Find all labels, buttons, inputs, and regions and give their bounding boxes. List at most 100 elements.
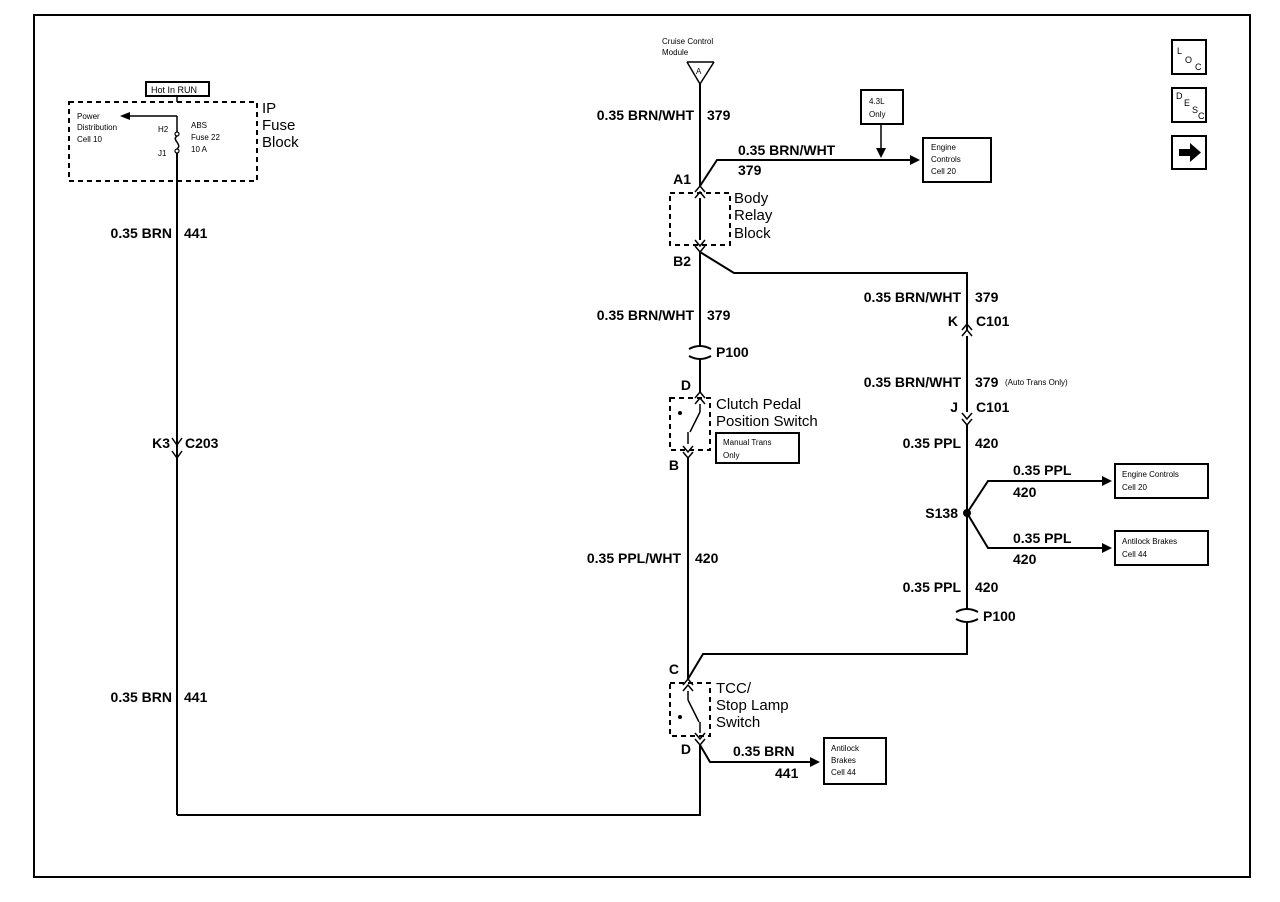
svg-text:S: S <box>1192 105 1198 115</box>
svg-text:0.35 PPL/WHT: 0.35 PPL/WHT <box>587 550 682 566</box>
svg-text:379: 379 <box>975 289 999 305</box>
diagram-frame <box>33 14 1251 878</box>
svg-text:420: 420 <box>975 579 999 595</box>
svg-text:A1: A1 <box>673 171 691 187</box>
svg-text:Block: Block <box>734 225 771 242</box>
svg-text:10 A: 10 A <box>191 145 208 154</box>
engine-controls-box-s138[interactable] <box>1114 463 1209 499</box>
note-43l-box <box>860 89 904 125</box>
hot-in-run-label: Hot In RUN <box>151 85 197 95</box>
svg-text:379: 379 <box>975 374 999 390</box>
svg-text:C: C <box>1198 111 1205 121</box>
svg-text:E: E <box>1184 98 1190 108</box>
svg-text:B: B <box>669 457 679 473</box>
tcc-switch-housing <box>669 682 711 737</box>
svg-text:379: 379 <box>707 307 731 323</box>
svg-text:Manual Trans: Manual Trans <box>723 438 771 447</box>
svg-text:Engine Controls: Engine Controls <box>1122 470 1179 479</box>
svg-text:Engine: Engine <box>931 143 956 152</box>
body-relay-block <box>669 192 731 246</box>
svg-text:S138: S138 <box>925 505 958 521</box>
svg-text:D: D <box>681 377 691 393</box>
svg-text:0.35 BRN/WHT: 0.35 BRN/WHT <box>597 307 695 323</box>
svg-text:B2: B2 <box>673 253 691 269</box>
svg-text:441: 441 <box>775 765 799 781</box>
svg-text:Cell 44: Cell 44 <box>1122 550 1147 559</box>
svg-text:Cell 10: Cell 10 <box>77 135 102 144</box>
svg-text:Brakes: Brakes <box>831 756 856 765</box>
svg-text:0.35 BRN/WHT: 0.35 BRN/WHT <box>864 289 962 305</box>
engine-controls-box-top[interactable] <box>922 137 992 183</box>
svg-text:Only: Only <box>723 451 739 460</box>
svg-text:Block: Block <box>262 134 299 151</box>
svg-text:IP: IP <box>262 100 276 117</box>
svg-text:420: 420 <box>695 550 719 566</box>
svg-text:C101: C101 <box>976 313 1010 329</box>
svg-text:H2: H2 <box>158 125 169 134</box>
svg-text:Stop Lamp: Stop Lamp <box>716 697 789 714</box>
svg-text:Distribution: Distribution <box>77 123 117 132</box>
svg-text:0.35 PPL: 0.35 PPL <box>1013 530 1072 546</box>
svg-text:C203: C203 <box>185 435 219 451</box>
loc-button[interactable]: L O C <box>1171 39 1207 75</box>
svg-text:0.35 BRN/WHT: 0.35 BRN/WHT <box>738 142 836 158</box>
svg-text:Switch: Switch <box>716 714 760 731</box>
svg-text:P100: P100 <box>983 608 1016 624</box>
svg-text:0.35 BRN: 0.35 BRN <box>733 743 794 759</box>
loc-l: L <box>1177 46 1182 56</box>
antilock-brakes-box-s138[interactable] <box>1114 530 1209 566</box>
svg-text:Module: Module <box>662 48 689 57</box>
svg-text:441: 441 <box>184 689 208 705</box>
svg-text:P100: P100 <box>716 344 749 360</box>
svg-text:(Auto Trans Only): (Auto Trans Only) <box>1005 378 1068 387</box>
tcc-switch-icon <box>678 691 701 733</box>
antilock-brakes-box-bottom[interactable] <box>823 737 887 785</box>
svg-text:0.35 BRN/WHT: 0.35 BRN/WHT <box>597 107 695 123</box>
svg-text:Cell 44: Cell 44 <box>831 768 856 777</box>
svg-text:0.35 PPL: 0.35 PPL <box>903 435 962 451</box>
svg-text:4.3L: 4.3L <box>869 97 885 106</box>
svg-text:Relay: Relay <box>734 207 773 224</box>
fuse-icon <box>174 135 180 150</box>
svg-text:Antilock Brakes: Antilock Brakes <box>1122 537 1177 546</box>
left-arrow-icon <box>120 112 130 120</box>
wire-441-bottom <box>177 770 701 816</box>
svg-text:K: K <box>948 313 958 329</box>
next-page-button[interactable] <box>1171 135 1207 170</box>
svg-text:TCC/: TCC/ <box>716 680 752 697</box>
svg-text:420: 420 <box>1013 484 1037 500</box>
svg-text:0.35 BRN: 0.35 BRN <box>111 689 172 705</box>
svg-text:441: 441 <box>184 225 208 241</box>
svg-text:420: 420 <box>1013 551 1037 567</box>
svg-text:420: 420 <box>975 435 999 451</box>
ip-fuse-block <box>68 101 258 182</box>
svg-text:D: D <box>1176 91 1183 101</box>
svg-text:0.35 BRN/WHT: 0.35 BRN/WHT <box>864 374 962 390</box>
arrow-right-icon <box>1179 143 1201 162</box>
clutch-switch-icon <box>678 404 701 444</box>
svg-text:J1: J1 <box>158 149 167 158</box>
manual-trans-note <box>715 432 800 464</box>
loc-o: O <box>1185 55 1192 65</box>
desc-button[interactable]: D E S C <box>1171 87 1207 123</box>
svg-text:D: D <box>681 741 691 757</box>
svg-text:Power: Power <box>77 112 100 121</box>
svg-text:379: 379 <box>738 162 762 178</box>
svg-text:Cell 20: Cell 20 <box>931 167 956 176</box>
svg-text:ABS: ABS <box>191 121 207 130</box>
loc-c: C <box>1195 62 1202 72</box>
clutch-switch-housing <box>669 397 711 451</box>
svg-text:Clutch Pedal: Clutch Pedal <box>716 396 801 413</box>
svg-text:C: C <box>669 661 679 677</box>
svg-text:Position Switch: Position Switch <box>716 413 818 430</box>
svg-text:Only: Only <box>869 110 885 119</box>
svg-text:K3: K3 <box>152 435 170 451</box>
svg-text:A: A <box>696 67 702 76</box>
svg-text:Fuse 22: Fuse 22 <box>191 133 220 142</box>
svg-text:Controls: Controls <box>931 155 961 164</box>
svg-text:Fuse: Fuse <box>262 117 295 134</box>
svg-text:Cell 20: Cell 20 <box>1122 483 1147 492</box>
svg-text:Antilock: Antilock <box>831 744 860 753</box>
svg-text:J: J <box>950 399 958 415</box>
